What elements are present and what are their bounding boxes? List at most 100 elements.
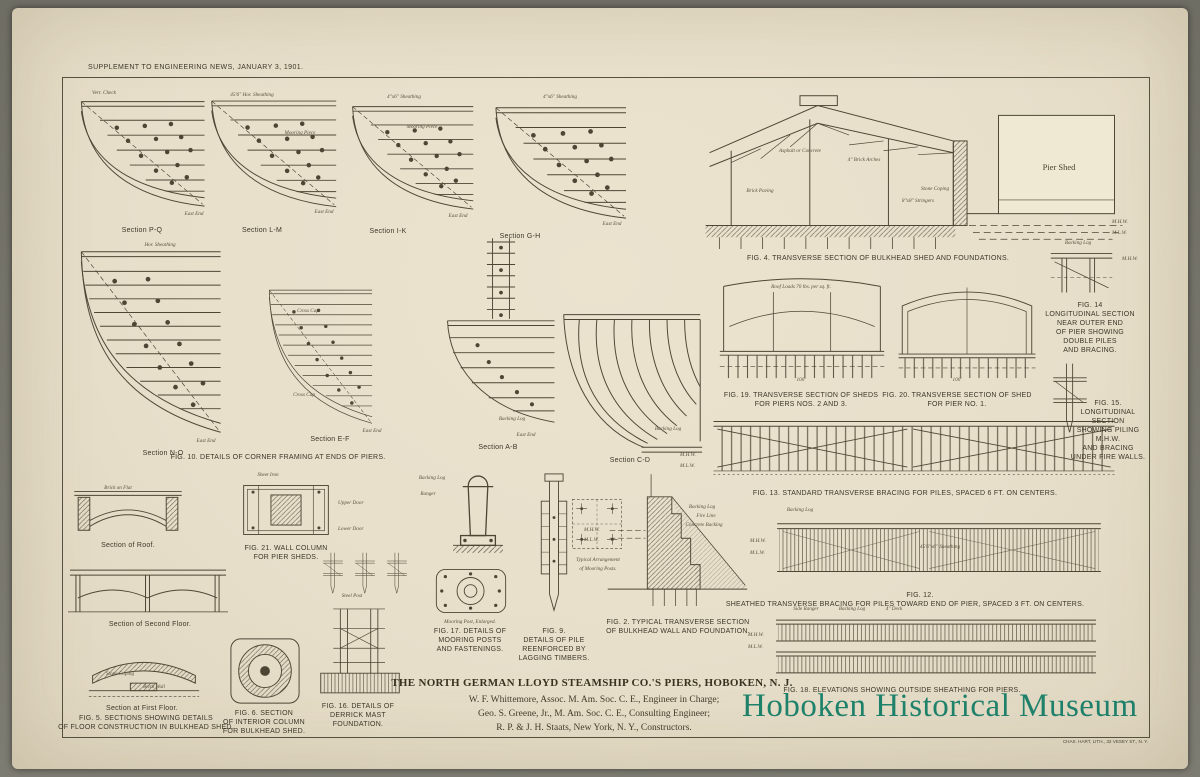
- fig6-caption: OF INTERIOR COLUMN: [223, 719, 305, 726]
- fig20-caption: FOR PIER NO. 1.: [927, 401, 987, 408]
- annotation: Mooring Piece: [284, 130, 316, 136]
- section-no-label: Section N-O: [142, 450, 184, 457]
- annotation: Roof Loads 70 lbs. per sq. ft.: [771, 284, 831, 290]
- fig9-caption: FIG. 9.: [542, 628, 566, 635]
- fig10-section-lm-drawing: [211, 100, 337, 208]
- fig10-section-ab-drawing: [447, 237, 555, 423]
- annotation: Concrete Backing: [685, 522, 723, 528]
- fig20-drawing: [898, 286, 1036, 379]
- section-ef-label: Section E-F: [310, 436, 350, 443]
- fig14-caption: DOUBLE PILES: [1063, 338, 1117, 345]
- fig20-caption: FIG. 20. TRANSVERSE SECTION OF SHED: [882, 392, 1032, 399]
- mlw-label: M.L.W.: [750, 550, 765, 556]
- fig15-caption: LONGITUDINAL: [1080, 409, 1136, 416]
- east-end-label: East End: [362, 428, 382, 434]
- annotation: 45'6" Hor. Sheathing: [230, 92, 274, 98]
- fig5-second-floor-drawing: [67, 569, 229, 613]
- annotation: Brick on Flat: [104, 485, 132, 491]
- steel-post-drawing: [322, 552, 344, 594]
- mlw-label: M.L.W.: [680, 463, 695, 469]
- plate-border: [62, 77, 1150, 738]
- fig17-caption: MOORING POSTS: [438, 637, 502, 644]
- east-end-label: East End: [448, 213, 468, 219]
- fig4-caption: FIG. 4. TRANSVERSE SECTION OF BULKHEAD S…: [746, 255, 1010, 262]
- fig15-caption: M.H.W.: [1095, 436, 1121, 443]
- fig17-caption: FIG. 17. DETAILS OF: [433, 628, 507, 635]
- fig10-section-pq-drawing: [80, 101, 206, 207]
- annotation: Backing Log: [838, 606, 866, 612]
- mlw-label: M.L.W.: [748, 644, 763, 650]
- fig21-drawing: [243, 485, 329, 535]
- annotation: 4" Brick Arches: [847, 157, 881, 163]
- annotation: Mooring Post, Enlarged.: [444, 619, 496, 625]
- mlw-label: M.L.W.: [1112, 230, 1127, 236]
- fig16-caption: FIG. 16. DETAILS OF: [321, 703, 395, 710]
- fig10-section-ef-drawing: [268, 289, 373, 424]
- credit-line: R. P. & J. H. Staats, New York, N. Y., C…: [496, 723, 692, 733]
- fig2-drawing: [607, 473, 748, 607]
- fig14-caption: FIG. 14: [1077, 302, 1103, 309]
- dimension-label: 100': [796, 377, 806, 383]
- annotation: Cross Cap: [297, 308, 319, 314]
- fig9-caption: LAGGING TIMBERS.: [518, 655, 590, 662]
- mlw-label: M.L.W.: [584, 537, 599, 543]
- annotation: Backing Log: [1064, 240, 1092, 246]
- fig2-caption: FIG. 2. TYPICAL TRANSVERSE SECTION: [606, 619, 750, 626]
- fig17-caption: AND FASTENINGS.: [436, 646, 504, 653]
- fig14-caption: AND BRACING.: [1063, 347, 1117, 354]
- mhw-label: M.H.W.: [584, 527, 600, 533]
- paper-sheet: [12, 8, 1188, 769]
- east-end-label: East End: [196, 438, 216, 444]
- section-pq-label: Section P-Q: [121, 227, 163, 234]
- annotation: Backing Log: [786, 507, 814, 513]
- fig21-caption: FIG. 21. WALL COLUMN: [244, 545, 328, 552]
- credit-line: Geo. S. Greene, Jr., M. Am. Soc. C. E., …: [478, 709, 710, 719]
- fig5-caption: FIG. 5. SECTIONS SHOWING DETAILS: [79, 715, 213, 722]
- east-end-label: East End: [516, 432, 536, 438]
- mhw-label: M.H.W.: [750, 538, 766, 544]
- annotation: Side Ranger: [793, 606, 819, 612]
- annotation: Mooring Piece: [406, 124, 438, 130]
- fig13-caption: FIG. 13. STANDARD TRANSVERSE BRACING FOR…: [752, 490, 1058, 497]
- fig9-caption: REENFORCED BY: [522, 646, 586, 653]
- annotation: Asphalt or Concrete: [779, 148, 821, 154]
- lithographer-credit: CHAS. HART, LITH., 32 VESEY ST., N. Y.: [1062, 739, 1148, 744]
- fig5-first-floor-drawing: [88, 661, 200, 697]
- annotation: Sheet Iron: [257, 472, 279, 478]
- fig12-caption: SHEATHED TRANSVERSE BRACING FOR PILES TO…: [725, 601, 1085, 608]
- fig15-caption: SECTION: [1091, 418, 1125, 425]
- fig2-caption: OF BULKHEAD WALL AND FOUNDATION.: [606, 628, 750, 635]
- fig15-caption: AND BRACING: [1082, 445, 1134, 452]
- fig14-caption: NEAR OUTER END: [1056, 320, 1124, 327]
- annotation: Cross Cap: [293, 392, 315, 398]
- fig18-caption: FIG. 18. ELEVATIONS SHOWING OUTSIDE SHEA…: [783, 687, 1021, 694]
- annotation: of Mooring Posts.: [579, 566, 617, 572]
- mhw-label: M.H.W.: [680, 452, 696, 458]
- fig10-section-no-drawing: [80, 251, 222, 433]
- pier-shed-label: Pier Shed: [1042, 162, 1076, 172]
- plate-title: THE NORTH GERMAN LLOYD STEAMSHIP CO.'S P…: [391, 677, 793, 689]
- fig15-caption: FIG. 15.: [1094, 400, 1122, 407]
- fig10-section-gh-drawing: [495, 107, 627, 219]
- annotation: Backing Log: [688, 504, 716, 510]
- fig10-section-cd-drawing: [563, 314, 703, 453]
- mhw-label: M.H.W.: [1112, 219, 1128, 225]
- annotation: Backing Log: [498, 416, 526, 422]
- fig6-drawing: [230, 638, 300, 704]
- fig16-caption: FOUNDATION.: [332, 721, 384, 728]
- fig5-first-floor-label: Section at First Floor.: [106, 705, 178, 712]
- fig15-caption: SHOWING PILING: [1076, 427, 1140, 434]
- fig6-caption: FIG. 6. SECTION: [234, 710, 294, 717]
- annotation: Brick Wall: [143, 684, 165, 690]
- section-cd-label: Section C-D: [609, 457, 651, 464]
- section-ik-label: Section I-K: [369, 228, 407, 235]
- fig9-caption: DETAILS OF PILE: [523, 637, 585, 644]
- annotation: Ranger: [420, 491, 436, 497]
- annotation: 4"x6" Sheathing: [543, 94, 577, 100]
- annotation: Backing Log: [418, 475, 446, 481]
- fig12-number: FIG. 12.: [906, 592, 934, 599]
- fig17-mooring-post-drawing: [452, 475, 504, 554]
- annotation: Brick Paving: [746, 188, 774, 194]
- annotation: Stone Coping: [920, 186, 950, 192]
